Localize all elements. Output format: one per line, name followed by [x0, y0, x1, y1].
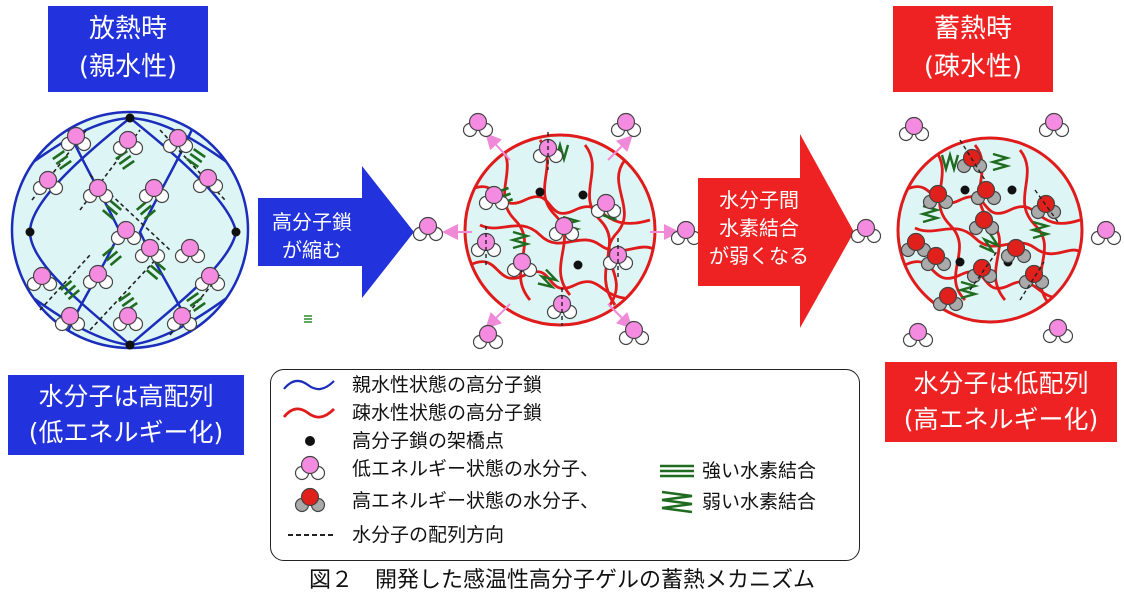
shrink-arrow [258, 166, 414, 298]
low-alignment-note: 水分子は低配列 (高エネルギー化) [885, 362, 1117, 442]
weaken-arrow-label: 水分子間 水素結合 が弱くなる [700, 186, 818, 270]
hydrophilic-title-box: 放熱時 (親水性) [48, 6, 208, 92]
legend-hydrophobic-chain: 疎水性状態の高分子鎖 [352, 402, 543, 424]
hydrophobic-title: 蓄熱時 [933, 14, 1012, 44]
weaken-arrow-line2: 水素結合 [719, 216, 799, 240]
weaken-arrow-line1: 水分子間 [719, 188, 799, 212]
hydrophilic-subtitle: (親水性) [78, 52, 178, 82]
shrink-arrow-line1: 高分子鎖 [272, 210, 352, 234]
shrink-arrow-line2: が縮む [282, 238, 342, 262]
hydrophobic-title-box: 蓄熱時 (疎水性) [893, 6, 1053, 92]
hydrophobic-subtitle: (疎水性) [923, 52, 1023, 82]
legend-low-energy-water: 低エネルギー状態の水分子、 [352, 458, 600, 480]
low-alignment-line1: 水分子は低配列 [913, 369, 1089, 398]
legend-hydrophilic-chain: 親水性状態の高分子鎖 [352, 374, 543, 396]
hydrophobic-gel [850, 112, 1122, 348]
legend-box [270, 369, 860, 561]
weaken-arrow [698, 134, 854, 328]
weaken-arrow-line3: が弱くなる [709, 244, 809, 268]
high-alignment-note: 水分子は高配列 (低エネルギー化) [8, 375, 244, 455]
legend-crosslink: 高分子鎖の架橋点 [352, 430, 505, 452]
hydrophilic-gel [10, 110, 250, 350]
legend-strong-hbond: 強い水素結合 [702, 460, 817, 482]
figure-caption: 図２ 開発した感温性高分子ゲルの蓄熱メカニズム [308, 568, 815, 593]
legend-weak-hbond: 弱い水素結合 [702, 491, 817, 513]
legend-high-energy-water: 高エネルギー状態の水分子、 [352, 490, 600, 512]
small-hbond-mark [304, 315, 312, 323]
low-alignment-line2: (高エネルギー化) [903, 405, 1099, 434]
legend-alignment-direction: 水分子の配列方向 [352, 524, 505, 546]
legend-icons [282, 379, 694, 536]
hydrophilic-title: 放熱時 [88, 14, 167, 44]
high-alignment-line1: 水分子は高配列 [38, 382, 214, 411]
high-alignment-line2: (低エネルギー化) [28, 418, 224, 447]
shrunk-gel [412, 112, 702, 350]
shrink-arrow-label: 高分子鎖 が縮む [262, 208, 362, 264]
